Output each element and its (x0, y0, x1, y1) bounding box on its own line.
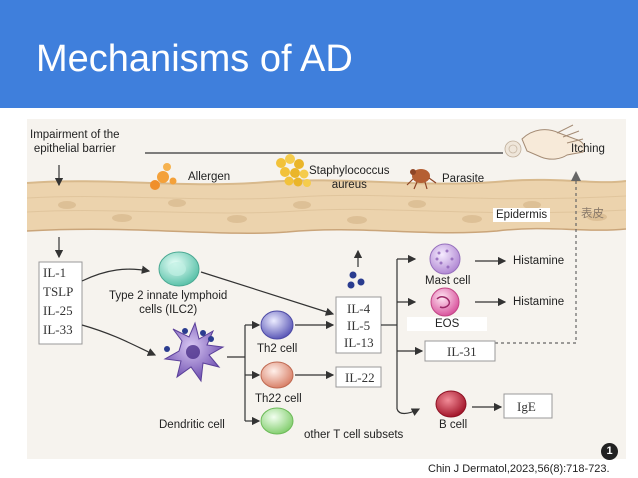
page-number-badge: 1 (601, 443, 618, 460)
cytokine-il22: IL-22 (345, 370, 375, 385)
cytokine-il13: IL-13 (344, 335, 374, 350)
barrier-label: Impairment of the epithelial barrier (30, 129, 120, 155)
other-t-cell-icon (260, 407, 294, 435)
eos-cell-icon (430, 287, 460, 317)
cytokine-box-left (38, 261, 83, 345)
itching-label: Itching (571, 143, 605, 155)
cytokines-to-ilc2-arrow (81, 265, 151, 282)
ige-box (503, 393, 553, 419)
allergen-label: Allergen (188, 171, 231, 183)
ilc2-to-il4-arrow (200, 271, 335, 316)
cytokine-il31: IL-31 (447, 344, 477, 359)
dendritic-cell-label: Dendritic cell (159, 419, 225, 431)
cytokine-il33: IL-33 (43, 322, 73, 337)
mast-cell-icon (429, 243, 461, 275)
mast-cell-label: Mast cell (425, 275, 471, 287)
cytokine-box-il31 (424, 340, 496, 362)
other-t-cells-label: other T cell subsets (304, 429, 404, 441)
cytokine-tslp: TSLP (43, 284, 74, 299)
epidermis-label: Epidermis (493, 208, 551, 222)
histamine-label-2: Histamine (513, 296, 565, 308)
diagram-graphics (27, 124, 626, 435)
epidermis-cn-label: 表皮 (581, 206, 604, 220)
histamine-label-1: Histamine (513, 255, 565, 267)
mechanism-diagram: Impairment of the epithelial barrier All… (27, 119, 626, 459)
cytokines-to-dc-arrow (81, 324, 157, 356)
scratching-hand-icon (504, 124, 586, 160)
title-bar: Mechanisms of AD (0, 0, 638, 108)
b-cell-icon (435, 390, 467, 418)
ilc2-label: Type 2 innate lymphoid cells (ILC2) (109, 290, 228, 316)
cytokine-il4: IL-4 (347, 301, 371, 316)
th2-cell-label: Th2 cell (257, 343, 298, 355)
th2-cell-icon (260, 310, 294, 340)
to-bcell-arrow (396, 408, 421, 416)
cytokine-il5: IL-5 (347, 318, 371, 333)
itching-arrowhead (571, 171, 581, 181)
citation: Chin J Dermatol,2023,56(8):718-723. (428, 463, 610, 475)
eos-label: EOS (407, 317, 488, 331)
cytokine-granules-icon (347, 271, 365, 289)
th22-cell-label: Th22 cell (255, 393, 302, 405)
b-cell-label: B cell (439, 419, 468, 431)
cytokine-box-il22 (335, 366, 382, 388)
slide-title: Mechanisms of AD (36, 38, 353, 80)
cytokine-il25: IL-25 (43, 303, 73, 318)
allergen-icon (150, 163, 177, 190)
staphylococcus-icon (276, 154, 311, 187)
epidermis-layer (27, 178, 626, 235)
ilc2-cell-icon (158, 251, 200, 287)
cytokine-il1: IL-1 (43, 265, 67, 280)
ige-label: IgE (517, 399, 536, 414)
th22-cell-icon (260, 361, 294, 389)
cytokine-box-il4 (335, 296, 382, 354)
dendritic-cell-icon (163, 321, 225, 383)
parasite-label: Parasite (442, 173, 485, 185)
staphylococcus-label: Staphylococcus aureus (309, 165, 390, 191)
parasite-icon (406, 169, 437, 190)
